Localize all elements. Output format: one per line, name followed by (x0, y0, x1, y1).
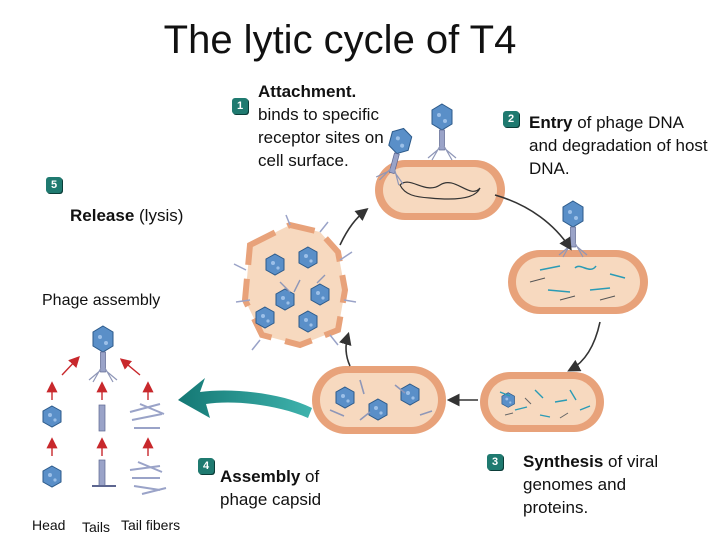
step-5-marker: 5 (46, 177, 62, 193)
step-4-title: Assembly (220, 467, 301, 486)
step-5-title: Release (70, 206, 135, 225)
step-4-marker: 4 (198, 458, 214, 474)
assembly-arrow (178, 378, 312, 418)
step-1-caption: Attachment. binds to specific receptor s… (258, 80, 408, 172)
step-3-marker: 3 (487, 454, 503, 470)
step-1-title: Attachment. (258, 82, 357, 101)
step-2-marker: 2 (503, 111, 519, 127)
step-2-caption: Entry of phage DNA and degradation of ho… (529, 111, 714, 180)
step-3-text: of viral genomes and proteins. (523, 452, 659, 517)
cell-synthesis (480, 372, 604, 432)
step-1-text: binds to specific receptor sites on cell… (258, 105, 384, 170)
cell-lysis (233, 214, 357, 351)
step-4-caption: Assembly of phage capsid (220, 465, 350, 511)
head-label: Head (32, 517, 66, 533)
tail-fibers-label: Tail fibers (121, 517, 181, 533)
phage-assembly-label: Phage assembly (42, 292, 161, 309)
cell-attachment (375, 103, 505, 220)
step-5-caption: Release (lysis) (70, 204, 230, 227)
step-2-text: of phage DNA and degradation of host DNA… (529, 113, 708, 178)
cell-entry (508, 200, 648, 314)
step-1-marker: 1 (232, 98, 248, 114)
step-5-text: (lysis) (134, 206, 184, 225)
cell-assembly (312, 366, 446, 434)
step-2-title: Entry (529, 113, 573, 132)
step-3-caption: Synthesis of viral genomes and proteins. (523, 450, 693, 519)
step-4-text: of phage capsid (220, 467, 322, 509)
step-3-title: Synthesis (523, 452, 604, 471)
assembly-diagram (42, 325, 167, 495)
page-title: The lytic cycle of T4 (163, 18, 517, 62)
tails-label: Tails (82, 519, 111, 535)
